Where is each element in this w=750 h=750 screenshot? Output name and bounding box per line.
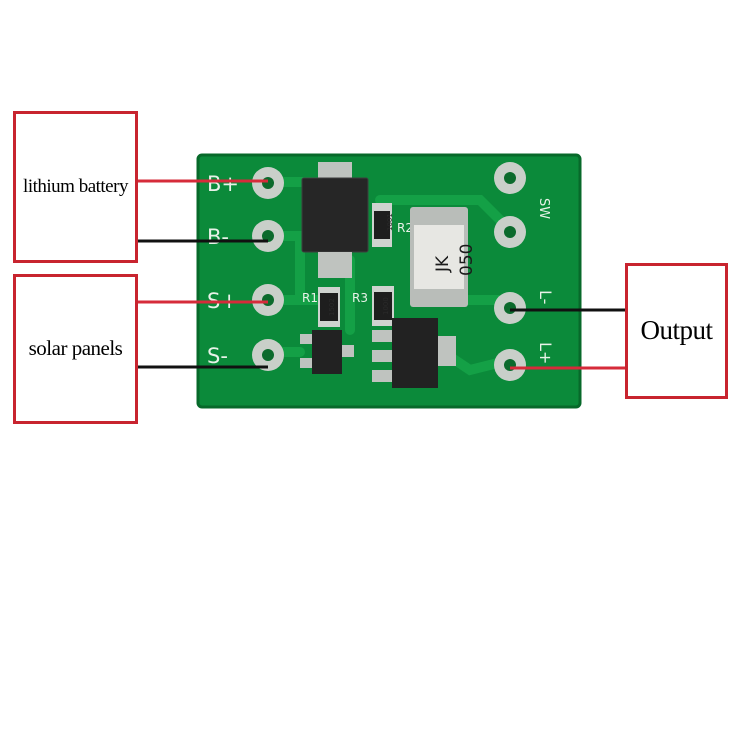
right-pads — [494, 162, 526, 381]
battery-label-box: lithium battery — [13, 111, 138, 263]
output-label: Output — [640, 315, 713, 346]
pin-label-b-minus: B- — [207, 225, 229, 249]
regulator-component — [372, 318, 456, 388]
label-r3: R3 — [352, 291, 368, 305]
pin-label-b-plus: B+ — [207, 172, 239, 196]
pcb-board — [198, 155, 580, 407]
pin-label-l-minus: L- — [536, 290, 555, 304]
resistor-r3: 1000 — [372, 286, 394, 326]
left-pads — [252, 167, 284, 371]
fuse-marking-top: JK — [433, 255, 453, 273]
resistor-r1: 1502 — [318, 287, 340, 327]
resistor-r2: 1001 — [372, 203, 394, 247]
fuse-marking-bottom: 050 — [457, 244, 477, 276]
pin-label-l-plus: L+ — [536, 342, 555, 364]
pin-label-sw: SW — [536, 198, 551, 219]
output-label-box: Output — [625, 263, 728, 399]
fuse-component: JK 050 — [410, 207, 477, 307]
battery-label: lithium battery — [23, 175, 128, 197]
resistor-r3-code: 1000 — [382, 297, 390, 315]
pcb-board-edge — [196, 153, 582, 409]
resistor-r1-code: 1502 — [328, 298, 336, 316]
transistor-small — [300, 330, 354, 374]
pin-label-s-minus: S- — [207, 344, 228, 368]
diode-component — [301, 162, 369, 278]
connector-wires — [138, 179, 625, 370]
label-r1: R1 — [302, 291, 318, 305]
label-r2: R2 — [397, 221, 413, 235]
solar-label-box: solar panels — [13, 274, 138, 424]
solar-label: solar panels — [28, 336, 123, 361]
resistor-r2-code: 1001 — [386, 213, 394, 231]
